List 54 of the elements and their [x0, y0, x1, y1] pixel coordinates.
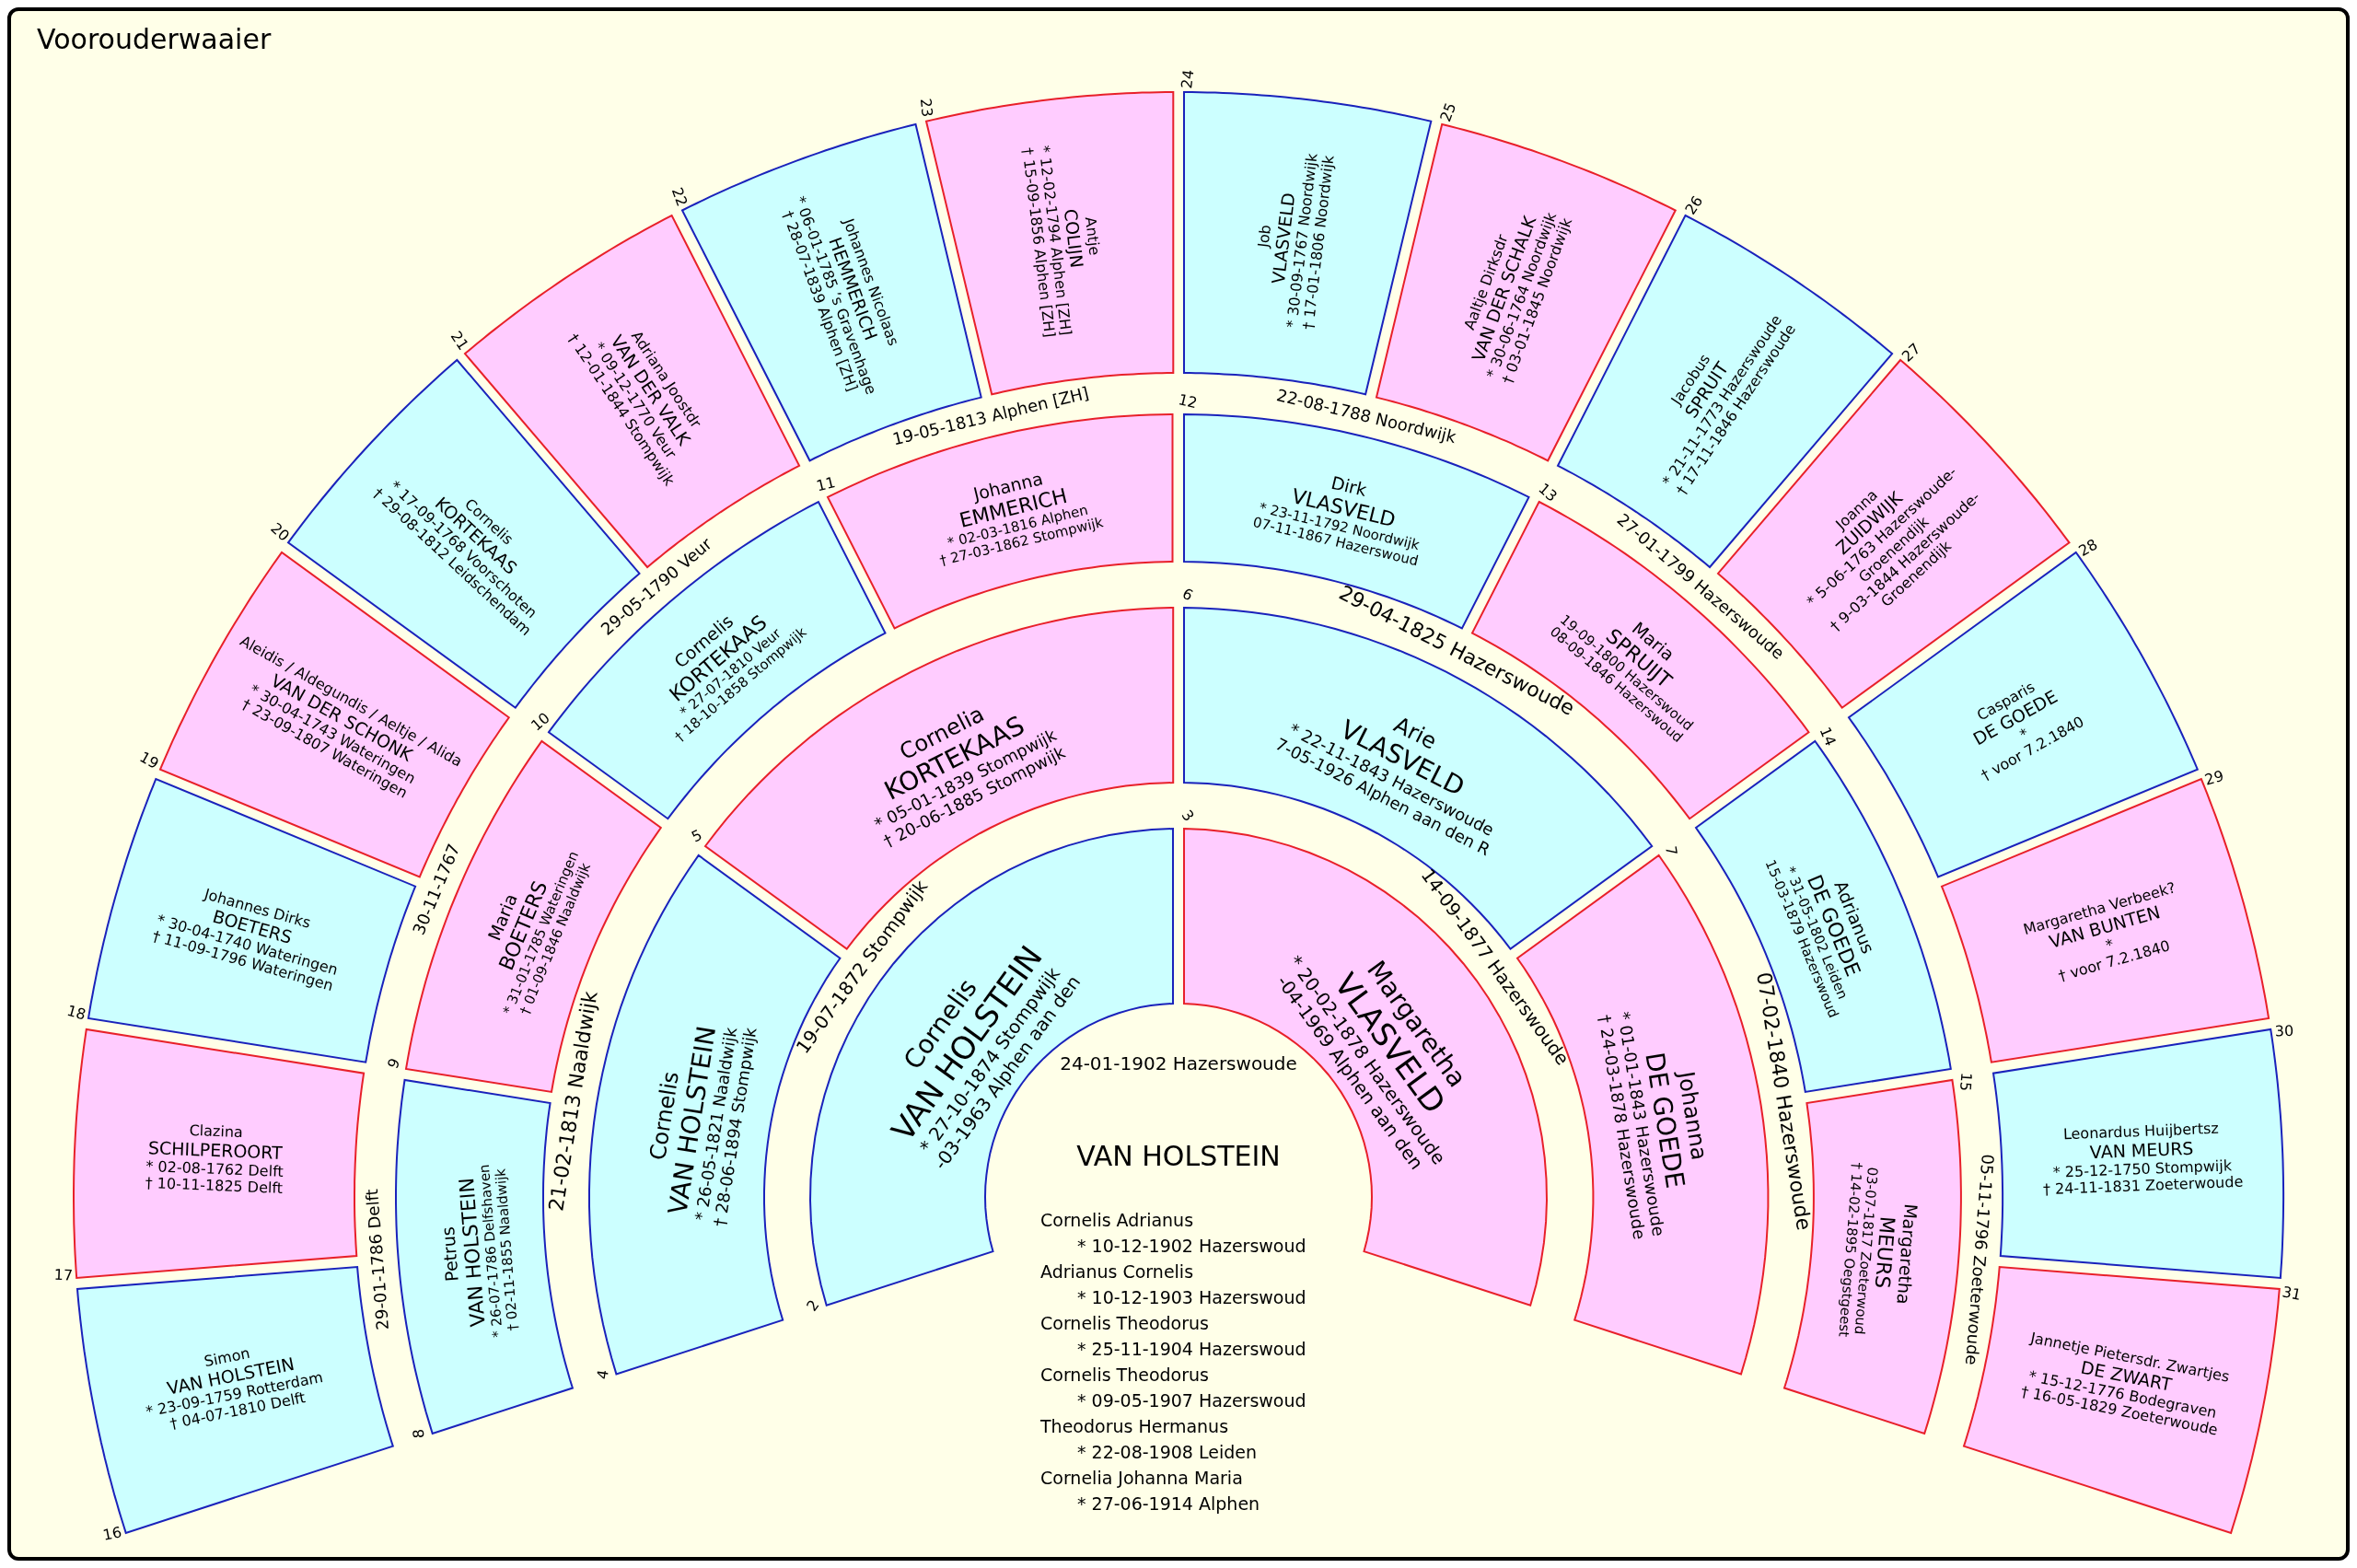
ancestor-number: 26: [1682, 192, 1706, 218]
given-name: Job: [1255, 223, 1275, 249]
child-name: Cornelia Johanna Maria: [1040, 1469, 1243, 1488]
ancestor-number: 14: [1816, 725, 1839, 749]
child-birth-date: * 10-12-1902 Hazerswoud: [1077, 1237, 1306, 1256]
child-name: Theodorus Hermanus: [1040, 1417, 1229, 1436]
child-name: Cornelis Adrianus: [1040, 1211, 1194, 1230]
given-name: Antje: [1081, 215, 1103, 256]
marriage-date: 29-01-1786 Delft: [363, 1189, 393, 1331]
ancestor-number: 5: [689, 826, 705, 845]
child-name: Adrianus Cornelis: [1040, 1262, 1194, 1282]
ancestor-number: 30: [2274, 1022, 2294, 1040]
ancestor-number: 10: [528, 709, 553, 735]
chart-title: Voorouderwaaier: [37, 24, 272, 54]
ancestor-number: 13: [1535, 480, 1561, 505]
ancestor-number: 29: [2203, 767, 2226, 788]
ancestor-number: 9: [385, 1055, 404, 1072]
marriage-date: 24-01-1902 Hazerswoude: [1060, 1053, 1297, 1074]
ancestor-number: 12: [1177, 391, 1199, 412]
ancestor-number: 8: [411, 1428, 428, 1440]
ancestor-number: 17: [53, 1267, 74, 1284]
family-name: VAN HOLSTEIN: [1076, 1140, 1281, 1171]
child-birth-date: * 27-06-1914 Alphen: [1077, 1494, 1260, 1514]
ancestor-number: 22: [668, 185, 691, 209]
ancestor-number: 24: [1178, 68, 1197, 90]
ancestor-number: 3: [1178, 807, 1198, 825]
ancestor-number: 2: [804, 1297, 823, 1315]
child-name: Cornelis Theodorus: [1040, 1365, 1209, 1385]
given-name: Clazina: [189, 1122, 243, 1142]
ancestor-number: 6: [1179, 585, 1196, 605]
given-name: Petrus: [437, 1225, 462, 1283]
child-name: Cornelis Theodorus: [1040, 1314, 1209, 1333]
ancestor-number: 28: [2075, 535, 2101, 560]
ancestor-number: 11: [814, 473, 837, 494]
ancestor-number: 27: [1898, 341, 1924, 366]
ancestor-number: 19: [137, 749, 162, 772]
child-birth-date: * 25-11-1904 Hazerswoud: [1077, 1340, 1306, 1359]
surname: VAN MEURS: [2089, 1138, 2194, 1162]
ancestor-number: 7: [1662, 844, 1680, 857]
ancestor-number: 15: [1956, 1071, 1975, 1092]
child-birth-date: * 10-12-1903 Hazerswoud: [1077, 1288, 1306, 1307]
marriage-date: 21-02-1813 Naaldwijk: [545, 989, 602, 1214]
marriage-date: 05-11-1796 Zoeterwoude: [1961, 1154, 1997, 1366]
ancestor-box: [72, 1028, 366, 1281]
child-birth-date: * 09-05-1907 Hazerswoud: [1077, 1391, 1306, 1411]
ancestor-number: 4: [594, 1368, 612, 1380]
ancestor-number: 31: [2281, 1283, 2304, 1304]
ancestor-number: 23: [917, 98, 936, 119]
child-birth-date: * 22-08-1908 Leiden: [1077, 1443, 1257, 1462]
ancestor-number: 20: [267, 520, 293, 545]
ancestor-number: 21: [447, 329, 472, 354]
ancestor-number: 25: [1437, 100, 1459, 124]
ancestor-number: 18: [64, 1002, 87, 1024]
ancestor-number: 16: [101, 1524, 124, 1544]
